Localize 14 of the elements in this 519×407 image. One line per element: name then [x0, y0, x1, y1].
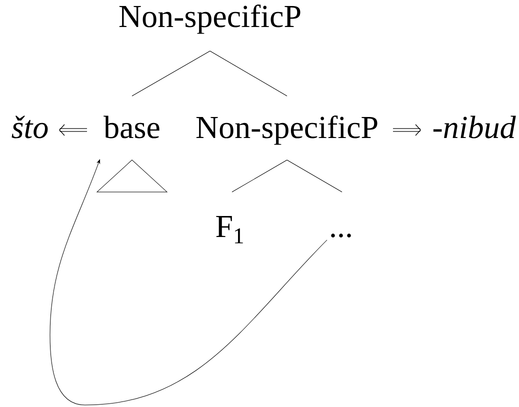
- tree-label: što: [12, 116, 48, 138]
- curved-arrow: [50, 159, 328, 406]
- tree-label: F$_{1}$: [216, 216, 243, 244]
- double-arrow: [393, 124, 421, 136]
- tree-label: ...: [331, 234, 351, 238]
- double-arrow: [59, 124, 87, 136]
- tree-branch: [210, 50, 288, 96]
- tree-label: Non-specificP: [196, 115, 378, 145]
- tree-label: Non-specificP: [119, 4, 300, 34]
- tree-branch: [286, 160, 342, 192]
- tree-label: base: [104, 116, 160, 138]
- tree-branch: [232, 160, 288, 192]
- tree-label: -nibud: [433, 116, 516, 138]
- tree-branch: [132, 50, 210, 96]
